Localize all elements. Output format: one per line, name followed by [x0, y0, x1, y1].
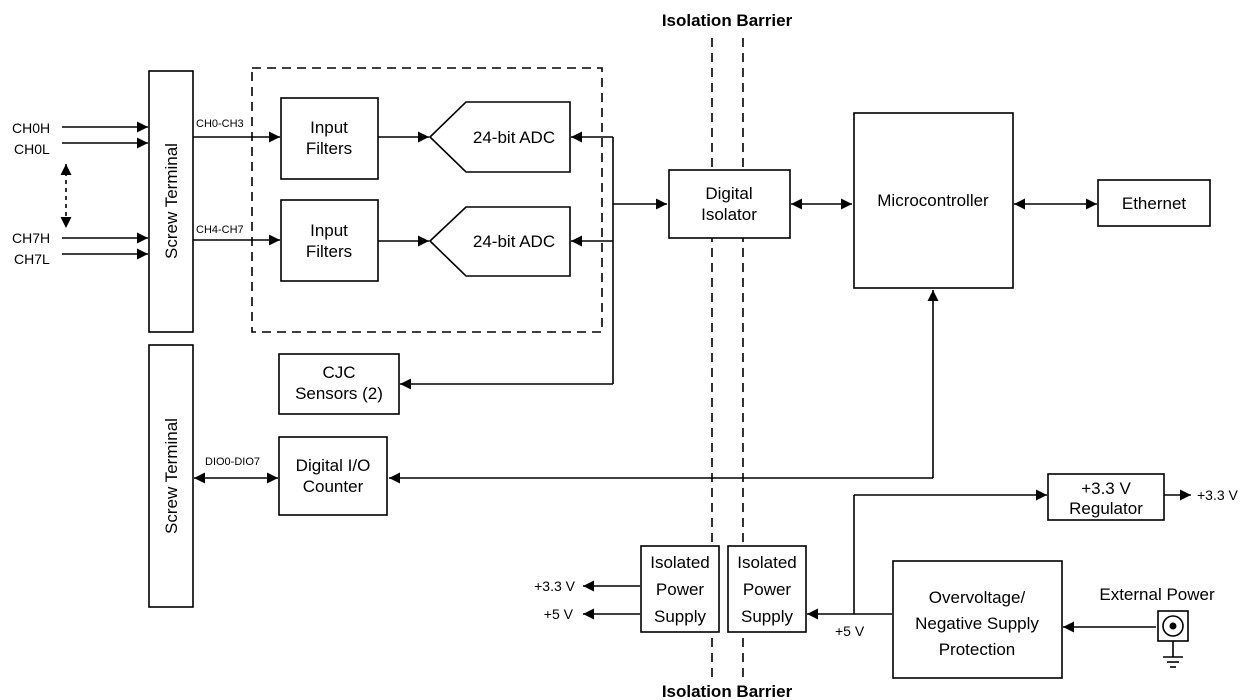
isolation-barrier-label-top: Isolation Barrier	[662, 11, 793, 30]
analog-frontend-group	[251, 67, 603, 333]
input-filters-2-line2: Filters	[306, 242, 352, 261]
digital-isolator-line1: Digital	[705, 184, 752, 203]
ch7h-label: CH7H	[12, 230, 50, 246]
microcontroller	[853, 112, 1014, 289]
digital-io-line1: Digital I/O	[296, 456, 371, 475]
isolation-barrier-label-bottom: Isolation Barrier	[662, 682, 793, 700]
cjc-sensors	[278, 353, 400, 415]
adc-1-label: 24-bit ADC	[473, 128, 555, 147]
protection-line3: Protection	[939, 640, 1016, 659]
power-jack-icon	[1157, 610, 1189, 642]
bus-ch0-ch3-label: CH0-CH3	[196, 118, 244, 130]
isolated-3v3-label: +3.3 V	[534, 578, 576, 594]
input-filters-1-line2: Filters	[306, 139, 352, 158]
adc-2	[428, 206, 571, 277]
isolated-power-1-line3: Supply	[654, 607, 706, 626]
protection-line1: Overvoltage/	[929, 588, 1026, 607]
external-power-label: External Power	[1099, 585, 1215, 604]
ch0l-label: CH0L	[14, 141, 50, 157]
regulator-line2: Regulator	[1069, 499, 1143, 518]
ch0h-label: CH0H	[12, 120, 50, 136]
isolated-power-supply-1	[640, 545, 720, 633]
bus-ch4-ch7-label: CH4-CH7	[196, 224, 244, 236]
input-filters-1-line1: Input	[310, 118, 348, 137]
regulator	[1047, 473, 1165, 521]
ethernet	[1097, 179, 1211, 227]
ch7l-label: CH7L	[14, 251, 50, 267]
digital-isolator-line2: Isolator	[701, 205, 757, 224]
isolated-power-supply-2	[727, 545, 807, 633]
regulator-line1: +3.3 V	[1081, 479, 1131, 498]
ground-icon	[1163, 641, 1183, 668]
screw-terminal-analog	[148, 70, 194, 333]
protection-line2: Negative Supply	[915, 614, 1039, 633]
adc-1	[428, 101, 571, 173]
isolated-power-2-line3: Supply	[741, 607, 793, 626]
isolated-5v-label: +5 V	[544, 606, 574, 622]
adc-2-label: 24-bit ADC	[473, 232, 555, 251]
isolated-power-1-line1: Isolated	[650, 553, 710, 572]
input-filters-1	[280, 97, 379, 180]
regulator-output-label: +3.3 V	[1197, 487, 1239, 503]
digital-isolator	[668, 169, 791, 239]
cjc-sensors-line1: CJC	[322, 363, 355, 382]
digital-io-line2: Counter	[303, 477, 364, 496]
isolated-power-2-line2: Power	[743, 580, 792, 599]
isolated-power-1-line2: Power	[656, 580, 705, 599]
input-filters-2	[280, 199, 379, 282]
cjc-sensors-line2: Sensors (2)	[295, 384, 383, 403]
digital-io-counter	[278, 436, 388, 516]
screw-terminal-digital-label: Screw Terminal	[162, 418, 181, 534]
screw-terminal-analog-label: Screw Terminal	[162, 143, 181, 259]
screw-terminal-digital	[148, 344, 194, 608]
dio-bus-label: DIO0-DIO7	[205, 456, 260, 468]
overvoltage-protection	[892, 560, 1063, 679]
rail-5v-label: +5 V	[835, 623, 865, 639]
ethernet-label: Ethernet	[1122, 194, 1187, 213]
input-filters-2-line1: Input	[310, 221, 348, 240]
microcontroller-label: Microcontroller	[877, 191, 989, 210]
isolated-power-2-line1: Isolated	[737, 553, 797, 572]
